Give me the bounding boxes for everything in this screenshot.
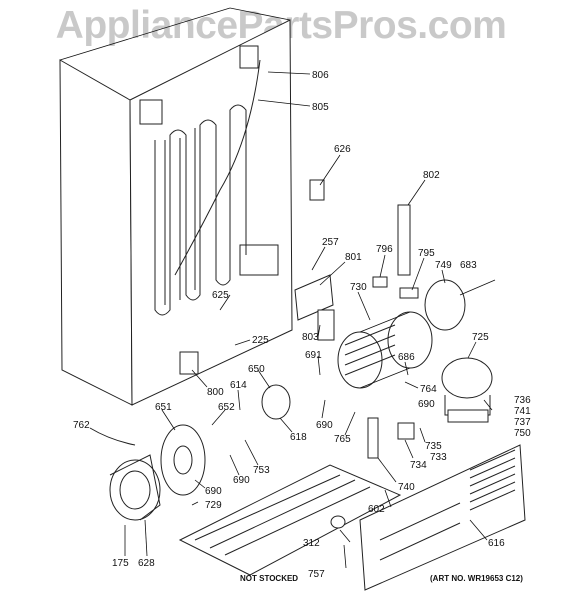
part-label: 801 — [345, 252, 362, 263]
condenser-coil — [337, 311, 433, 389]
part-796 — [372, 276, 388, 288]
part-label: 736 — [514, 395, 531, 406]
part-312 — [330, 515, 346, 529]
part-label: 725 — [472, 332, 489, 343]
part-626 — [309, 179, 325, 201]
part-label: 734 — [410, 460, 427, 471]
part-label: 800 — [207, 387, 224, 398]
part-label: 652 — [218, 402, 235, 413]
leader-lines — [124, 71, 493, 569]
part-label: 225 — [252, 335, 269, 346]
part-label: 735 — [425, 441, 442, 452]
part-label: 683 — [460, 260, 477, 271]
part-label: 795 — [418, 248, 435, 259]
part-label: 803 — [302, 332, 319, 343]
part-label: 614 — [230, 380, 247, 391]
part-label: 729 — [205, 500, 222, 511]
part-label: 690 — [316, 420, 333, 431]
part-label: 175 — [112, 558, 129, 569]
part-label: 616 — [488, 538, 505, 549]
part-label: 691 — [305, 350, 322, 361]
machine-compartment-floor — [178, 464, 402, 576]
part-label: 730 — [350, 282, 367, 293]
part-label: 750 — [514, 428, 531, 439]
part-800 — [179, 351, 199, 375]
fan-blade-disc — [424, 279, 466, 331]
tube-762 — [89, 427, 136, 446]
part-label: 749 — [435, 260, 452, 271]
part-label: 626 — [334, 144, 351, 155]
wire-harness — [397, 204, 411, 276]
part-label: 806 — [312, 70, 329, 81]
part-labels: 806 805 626 802 257 796 795 801 749 683 … — [73, 70, 531, 580]
part-label: 257 — [322, 237, 339, 248]
part-label: 690 — [205, 486, 222, 497]
part-label: 650 — [248, 364, 265, 375]
part-label: 762 — [73, 420, 90, 431]
part-740 — [367, 417, 379, 459]
fan-shroud — [109, 454, 161, 521]
compressor-assembly — [441, 357, 493, 423]
part-label: 651 — [155, 402, 172, 413]
fan-motor — [261, 384, 291, 420]
part-label: 733 — [430, 452, 447, 463]
part-label: 628 — [138, 558, 155, 569]
part-label: 741 — [514, 406, 531, 417]
part-label: 618 — [290, 432, 307, 443]
part-label: 690 — [233, 475, 250, 486]
part-734 — [397, 422, 415, 440]
part-label: 796 — [376, 244, 393, 255]
art-number: (ART NO. WR19653 C12) — [430, 574, 523, 583]
part-label: 753 — [253, 465, 270, 476]
part-label: 690 — [418, 399, 435, 410]
part-label: 802 — [423, 170, 440, 181]
part-label: 757 — [308, 569, 325, 580]
part-label: 737 — [514, 417, 531, 428]
evaporator-fan — [160, 424, 206, 496]
part-803 — [317, 309, 335, 341]
part-label: 764 — [420, 384, 437, 395]
part-label: 602 — [368, 504, 385, 515]
part-label: 805 — [312, 102, 329, 113]
not-stocked-note: NOT STOCKED — [240, 574, 298, 583]
part-label: 312 — [303, 538, 320, 549]
part-795 — [399, 287, 419, 299]
part-label: 686 — [398, 352, 415, 363]
part-label: 625 — [212, 290, 229, 301]
part-label: 740 — [398, 482, 415, 493]
rear-grille — [359, 444, 526, 591]
part-label: 765 — [334, 434, 351, 445]
cabinet-back-panel — [59, 7, 293, 406]
control-board — [294, 274, 334, 321]
